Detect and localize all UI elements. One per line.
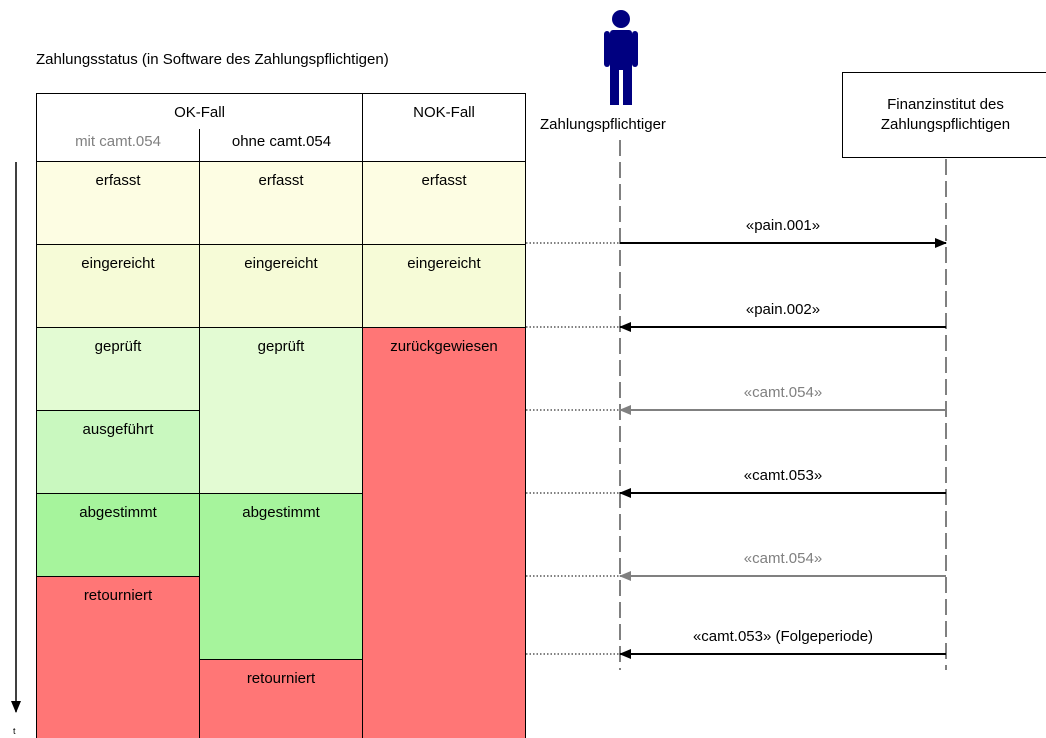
subheader-without-label: ohne camt.054: [231, 133, 332, 150]
subheader-without-camt054: ohne camt.054: [199, 129, 363, 161]
ok-header-label: OK-Fall: [174, 104, 225, 121]
payer-label: Zahlungspflichtiger: [540, 116, 666, 133]
cell-with-erfasst: erfasst: [36, 161, 200, 245]
cell-with-eingereicht: eingereicht: [36, 244, 200, 328]
message-label: «pain.001»: [746, 217, 820, 234]
nok-header: NOK-Fall: [362, 93, 526, 161]
cell-nok-zurueckgewiesen: zurückgewiesen: [362, 327, 526, 738]
bank-box: Finanzinstitut des Zahlungspflichtigen: [842, 72, 1046, 158]
bank-label-line1: Finanzinstitut des: [887, 96, 1004, 113]
cell-without-abgestimmt: abgestimmt: [199, 493, 363, 660]
cell-without-eingereicht: eingereicht: [199, 244, 363, 328]
cell-nok-eingereicht: eingereicht: [362, 244, 526, 328]
message-label: «camt.054»: [744, 384, 822, 401]
cell-with-retourniert: retourniert: [36, 576, 200, 738]
cell-without-erfasst: erfasst: [199, 161, 363, 245]
ok-header: OK-Fall: [36, 93, 363, 129]
cell-with-ausgefuehrt: ausgeführt: [36, 410, 200, 494]
bank-label-line2: Zahlungspflichtigen: [880, 116, 1011, 133]
subheader-with-label: mit camt.054: [75, 133, 161, 150]
time-axis-label: t: [13, 726, 16, 736]
person-icon: [604, 10, 638, 105]
cell-without-retourniert: retourniert: [199, 659, 363, 738]
cell-with-abgestimmt: abgestimmt: [36, 493, 200, 577]
nok-header-label: NOK-Fall: [413, 104, 475, 121]
cell-with-geprueft: geprüft: [36, 327, 200, 411]
subheader-with-camt054: mit camt.054: [36, 129, 199, 161]
message-label: «camt.053»: [744, 467, 822, 484]
message-label: «camt.054»: [744, 550, 822, 567]
message-label: «pain.002»: [746, 301, 820, 318]
cell-without-geprueft: geprüft: [199, 327, 363, 494]
diagram-title: Zahlungsstatus (in Software des Zahlungs…: [36, 51, 389, 68]
message-label: «camt.053» (Folgeperiode): [693, 628, 873, 645]
cell-nok-erfasst: erfasst: [362, 161, 526, 245]
